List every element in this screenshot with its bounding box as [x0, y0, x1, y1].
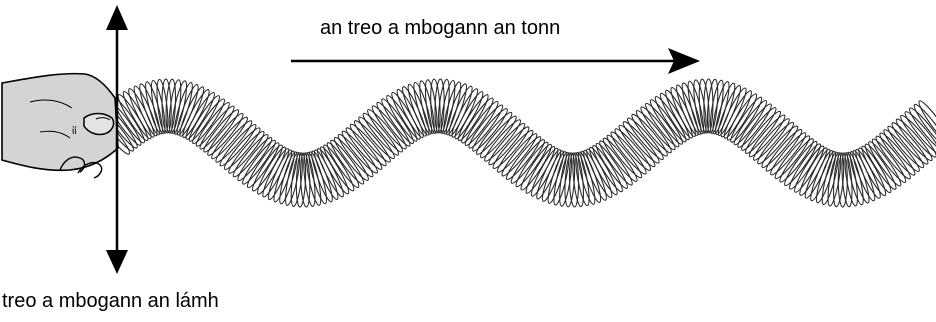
spring-coil-loop [885, 124, 927, 171]
spring-coil-loop [750, 116, 792, 163]
spring-coil-loop [597, 138, 636, 187]
spring-coil-loop [889, 120, 931, 167]
hand-direction-label: treo a mbogann an lámh [2, 289, 219, 313]
spring-coil-loop [759, 123, 801, 170]
spring-coil-loop [755, 120, 797, 167]
slinky-spring-icon [91, 79, 936, 207]
spring-coil-loop [865, 139, 904, 188]
arrow-right-icon [291, 48, 700, 74]
spring-coil-loop [351, 118, 393, 165]
spring-coil-loop [356, 114, 398, 161]
spring-coil-loop [731, 98, 770, 147]
spring-coil-loop [490, 124, 532, 171]
spring-coil-loop [486, 121, 528, 168]
spring-coil-loop [213, 118, 255, 165]
hand-icon: ίί [2, 74, 118, 178]
spring-coil-loop [482, 117, 524, 164]
spring-coil-loop [616, 123, 658, 170]
spring-coil-loop [347, 122, 389, 169]
spring-coil-loop [624, 115, 666, 162]
spring-coil-loop [217, 122, 259, 169]
wave-direction-label: an treo a mbogann an tonn [320, 16, 560, 40]
svg-text:ίί: ίί [72, 125, 77, 137]
spring-coil-loop [620, 119, 662, 166]
spring-coil-loop [893, 116, 935, 163]
